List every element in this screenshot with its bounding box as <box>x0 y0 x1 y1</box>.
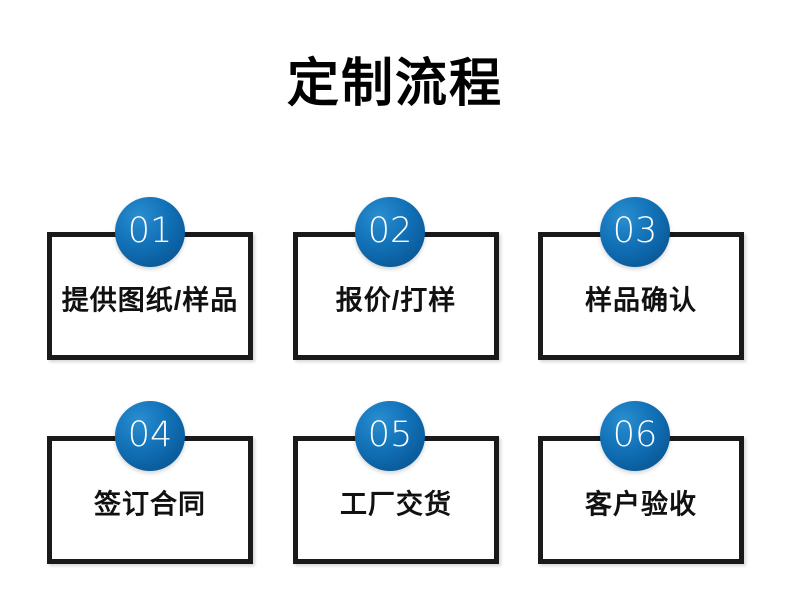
step-label: 签订合同 <box>94 489 206 520</box>
step-box <box>538 436 744 564</box>
step-label: 提供图纸/样品 <box>61 285 239 316</box>
step-number: 02 <box>367 210 413 251</box>
step-label: 工厂交货 <box>340 489 452 520</box>
step-number: 04 <box>127 414 173 455</box>
process-step-1[interactable]: 提供图纸/样品 01 <box>47 197 253 360</box>
step-number-badge: 04 <box>115 401 185 471</box>
step-number: 05 <box>367 414 413 455</box>
step-number-badge: 03 <box>600 197 670 267</box>
step-number-badge: 06 <box>600 401 670 471</box>
step-number-badge: 05 <box>355 401 425 471</box>
step-number: 01 <box>127 210 173 251</box>
step-number: 06 <box>612 414 658 455</box>
process-step-5[interactable]: 工厂交货 05 <box>293 401 499 564</box>
process-step-4[interactable]: 签订合同 04 <box>47 401 253 564</box>
process-step-2[interactable]: 报价/打样 02 <box>293 197 499 360</box>
step-label: 客户验收 <box>585 489 697 520</box>
process-step-3[interactable]: 样品确认 03 <box>538 197 744 360</box>
step-number: 03 <box>612 210 658 251</box>
page-title: 定制流程 <box>286 55 503 113</box>
step-number-badge: 01 <box>115 197 185 267</box>
step-label: 样品确认 <box>585 285 697 316</box>
step-box <box>47 436 253 564</box>
step-number-badge: 02 <box>355 197 425 267</box>
step-label: 报价/打样 <box>335 285 457 316</box>
process-step-6[interactable]: 客户验收 06 <box>538 401 744 564</box>
